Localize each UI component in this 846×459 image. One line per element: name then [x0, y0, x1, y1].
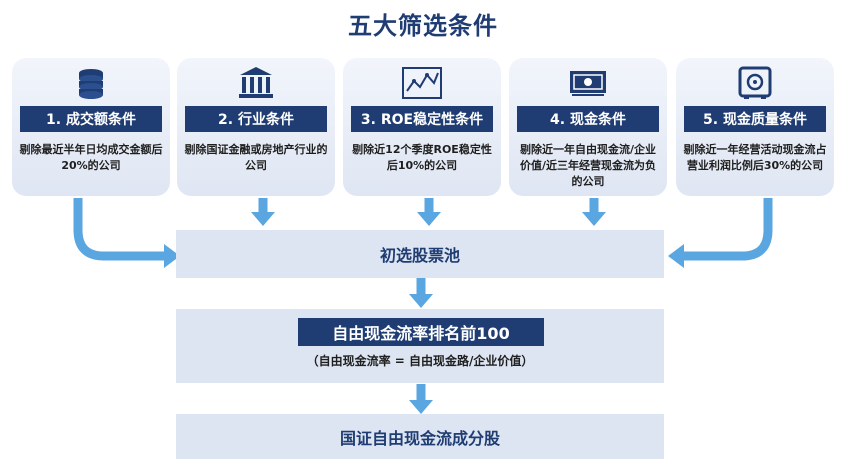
card-desc: 剔除最近半年日均成交金额后20%的公司	[19, 143, 163, 172]
arrow-left-bend	[73, 198, 164, 261]
result-band: 国证自由现金流成分股	[176, 414, 664, 459]
coins-icon	[12, 64, 170, 102]
result-label: 国证自由现金流成分股	[339, 428, 500, 448]
card-label: 3. ROE稳定性条件	[351, 106, 493, 132]
arrow-right-bend	[684, 198, 773, 261]
card-label: 4. 现金条件	[517, 106, 659, 132]
card-desc: 剔除近一年经营活动现金流占营业利润比例后30%的公司	[683, 143, 827, 172]
safe-icon	[676, 64, 834, 102]
bank-icon	[177, 64, 335, 102]
page-title: 五大筛选条件	[348, 12, 498, 40]
card-label: 5. 现金质量条件	[684, 106, 826, 132]
card-desc: 剔除近12个季度ROE稳定性后10%的公司	[352, 143, 492, 172]
stock-pool-band: 初选股票池	[176, 230, 664, 278]
card-desc: 剔除近一年自由现金流/企业价值/近三年经营现金流为负的公司	[519, 143, 657, 188]
ranking-formula: （自由现金流率 = 自由现金路/企业价值）	[306, 354, 534, 368]
card-label: 1. 成交额条件	[20, 106, 162, 132]
card-cash: 4. 现金条件 剔除近一年自由现金流/企业价值/近三年经营现金流为负的公司	[509, 58, 667, 196]
card-industry: 2. 行业条件 剔除国证金融或房地产行业的公司	[177, 58, 335, 196]
stock-pool-label: 初选股票池	[379, 246, 460, 265]
card-desc: 剔除国证金融或房地产行业的公司	[184, 143, 328, 172]
line-chart-icon	[343, 64, 501, 102]
ranking-banner: 自由现金流率排名前100	[298, 318, 544, 346]
card-turnover: 1. 成交额条件 剔除最近半年日均成交金额后20%的公司	[12, 58, 170, 196]
cash-icon	[509, 64, 667, 102]
card-label: 2. 行业条件	[185, 106, 327, 132]
card-roe: 3. ROE稳定性条件 剔除近12个季度ROE稳定性后10%的公司	[343, 58, 501, 196]
card-cash-quality: 5. 现金质量条件 剔除近一年经营活动现金流占营业利润比例后30%的公司	[676, 58, 834, 196]
